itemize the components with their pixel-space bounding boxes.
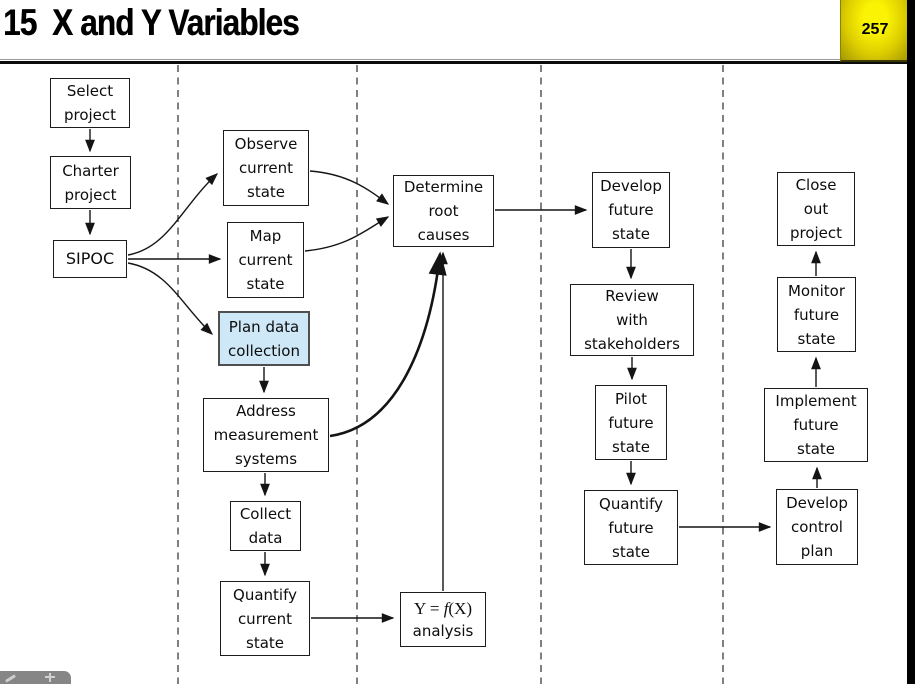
box-map-current-state: Map current state — [227, 222, 304, 298]
title-separator-dark — [0, 61, 907, 64]
yfx-analysis-label: analysis — [412, 621, 474, 640]
box-plan-data-collection: Plan data collection — [218, 311, 310, 366]
page-number-badge: 257 — [840, 0, 909, 62]
box-charter-project: Charter project — [50, 156, 131, 209]
box-close-out-project: Close out project — [777, 172, 855, 246]
arrow-sipoc-to-observe — [127, 173, 219, 256]
box-address-measurement-systems: Address measurement systems — [203, 398, 329, 472]
arrow-observe-to-determine — [309, 170, 390, 205]
arrow-sipoc-to-plan — [127, 262, 214, 335]
box-review-with-stakeholders: Review with stakeholders — [570, 284, 694, 356]
box-monitor-future-state: Monitor future state — [777, 277, 856, 352]
arrow-address-to-determine — [329, 251, 447, 438]
box-select-project: Select project — [50, 78, 130, 128]
right-edge-bar — [907, 0, 915, 684]
page-title: 15 X and Y Variables — [3, 2, 300, 43]
plus-icon[interactable] — [45, 676, 55, 678]
box-yfx-analysis: Y = f(X) analysis — [400, 592, 486, 647]
box-pilot-future-state: Pilot future state — [595, 385, 667, 460]
box-determine-root-causes: Determine root causes — [393, 175, 494, 247]
pen-icon[interactable] — [5, 674, 16, 683]
box-sipoc: SIPOC — [53, 240, 127, 278]
box-quantify-current-state: Quantify current state — [220, 581, 310, 656]
yfx-formula: Y = f(X) — [413, 598, 473, 618]
box-develop-control-plan: Develop control plan — [776, 489, 858, 565]
box-develop-future-state: Develop future state — [592, 172, 670, 248]
box-observe-current-state: Observe current state — [223, 130, 309, 206]
box-implement-future-state: Implement future state — [764, 388, 868, 462]
title-separator-light — [0, 59, 907, 60]
box-quantify-future-state: Quantify future state — [584, 490, 678, 565]
arrow-map-to-determine — [304, 216, 390, 252]
box-collect-data: Collect data — [230, 501, 301, 551]
footer-toolbar[interactable] — [0, 671, 71, 684]
